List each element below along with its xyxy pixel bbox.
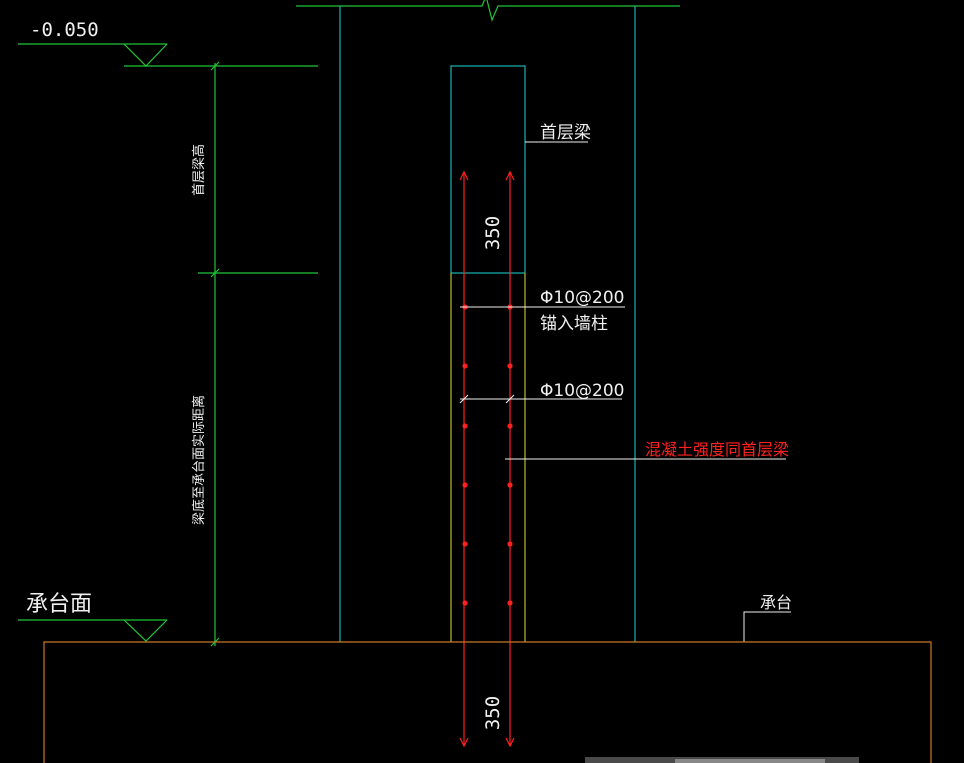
rebar-1-note: 锚入墙柱 xyxy=(540,314,608,334)
elevation-label: -0.050 xyxy=(30,19,99,41)
dimension-350-bottom: 350 xyxy=(482,696,504,730)
top-break-line xyxy=(296,0,680,22)
column-outline xyxy=(339,6,636,642)
concrete-note: 混凝土强度同首层梁 xyxy=(645,440,789,459)
beam-to-cap-label: 梁底至承台面实际距离 xyxy=(191,395,207,525)
dimension-350-top: 350 xyxy=(482,216,504,250)
cap-face-mark xyxy=(18,619,168,642)
first-beam-label: 首层梁 xyxy=(540,123,591,143)
first-beam-height-label: 首层梁高 xyxy=(191,144,207,196)
elevation-mark xyxy=(18,43,318,67)
pile-cap-outline xyxy=(43,641,932,763)
cap-face-label: 承台面 xyxy=(26,592,92,617)
cap-label: 承台 xyxy=(760,593,792,612)
rebar-1-label: Φ10@200 xyxy=(540,288,624,308)
rebar-2-label: Φ10@200 xyxy=(540,381,624,401)
status-bar-inner xyxy=(675,759,825,763)
infill-section xyxy=(450,273,526,642)
dimension-line-left xyxy=(198,61,318,647)
rebar-dots xyxy=(462,304,513,606)
leader-lines xyxy=(459,141,791,642)
